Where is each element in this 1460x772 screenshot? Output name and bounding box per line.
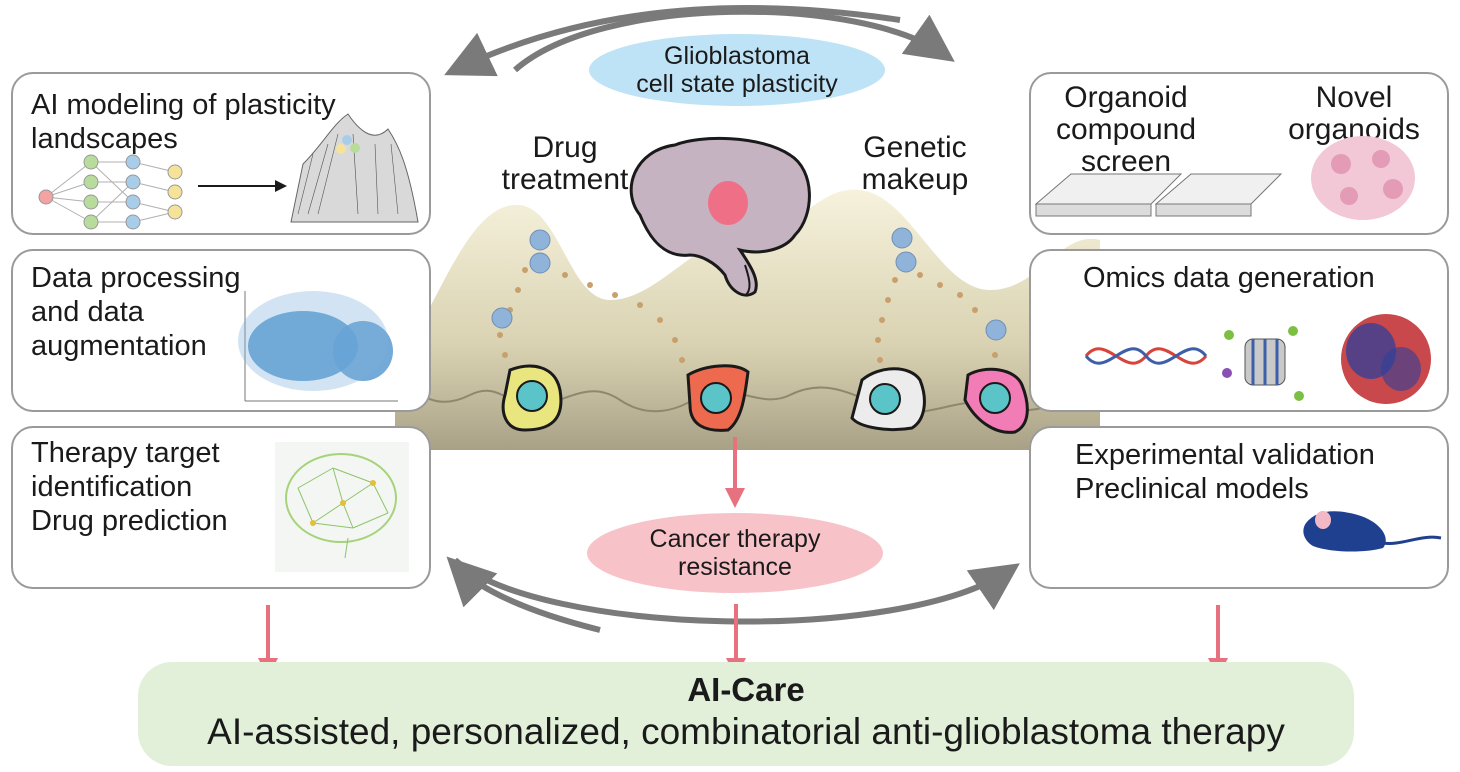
cycle-arrow-top-left bbox=[444, 5, 901, 77]
panel-data-processing: Data processing and data augmentation bbox=[11, 249, 431, 412]
panel-validation: Experimental validation Preclinical mode… bbox=[1029, 426, 1449, 589]
organoid-graphics bbox=[1034, 136, 1415, 220]
panel-omics: Omics data generation bbox=[1029, 249, 1449, 412]
cycle-arrow-top-right bbox=[513, 8, 955, 73]
panel-omics-text: Omics data generation bbox=[1083, 262, 1375, 294]
omics-graphics bbox=[1084, 314, 1431, 404]
ai-care-subtitle: AI-assisted, personalized, combinatorial… bbox=[207, 711, 1285, 752]
mouse-icon bbox=[1303, 511, 1442, 552]
network-brain-icon bbox=[275, 442, 409, 572]
nucleosome-icon bbox=[1222, 326, 1304, 401]
panel-validation-text: Experimental validation Preclinical mode… bbox=[1075, 439, 1375, 505]
cycle-arrow-bottom-left bbox=[446, 556, 601, 633]
panel-organoids: Organoid compound screen Novel organoids bbox=[1029, 72, 1449, 235]
flow-arrows bbox=[258, 437, 1228, 678]
panel-therapy-target-text: Therapy target identification Drug predi… bbox=[31, 437, 228, 537]
panel-organoid-screen-text: Organoid compound screen bbox=[1055, 81, 1197, 178]
well-plate-icon bbox=[1034, 173, 1283, 217]
panel-ai-modeling-text: AI modeling of plasticity landscapes bbox=[31, 89, 336, 155]
panel-data-processing-text: Data processing and data augmentation bbox=[31, 262, 241, 362]
top-oval-text: Glioblastoma cell state plasticity bbox=[636, 42, 838, 98]
panel-therapy-target: Therapy target identification Drug predi… bbox=[11, 426, 431, 589]
scatter-plot-icon bbox=[238, 291, 398, 402]
protein-structure-icon bbox=[1341, 314, 1431, 404]
bottom-oval bbox=[587, 513, 883, 593]
cycle-arrows bbox=[444, 5, 1020, 633]
ai-care-title: AI-Care bbox=[687, 671, 805, 708]
cell-icons bbox=[501, 364, 1029, 434]
panel-ai-modeling: AI modeling of plasticity landscapes bbox=[11, 72, 431, 235]
brain-icon bbox=[629, 136, 811, 297]
genetic-makeup-label: Genetic makeup bbox=[861, 131, 969, 196]
organoid-icon bbox=[1311, 136, 1415, 220]
state-marbles bbox=[491, 227, 1007, 341]
drug-treatment-label: Drug treatment bbox=[501, 131, 629, 196]
neural-network-icon bbox=[38, 113, 419, 230]
top-oval bbox=[589, 34, 885, 106]
cycle-arrow-bottom-right bbox=[453, 557, 1020, 625]
ai-care-box: AI-Care AI-assisted, personalized, combi… bbox=[138, 662, 1354, 766]
dna-icon bbox=[1084, 347, 1208, 365]
bottom-oval-text: Cancer therapy resistance bbox=[649, 525, 821, 581]
